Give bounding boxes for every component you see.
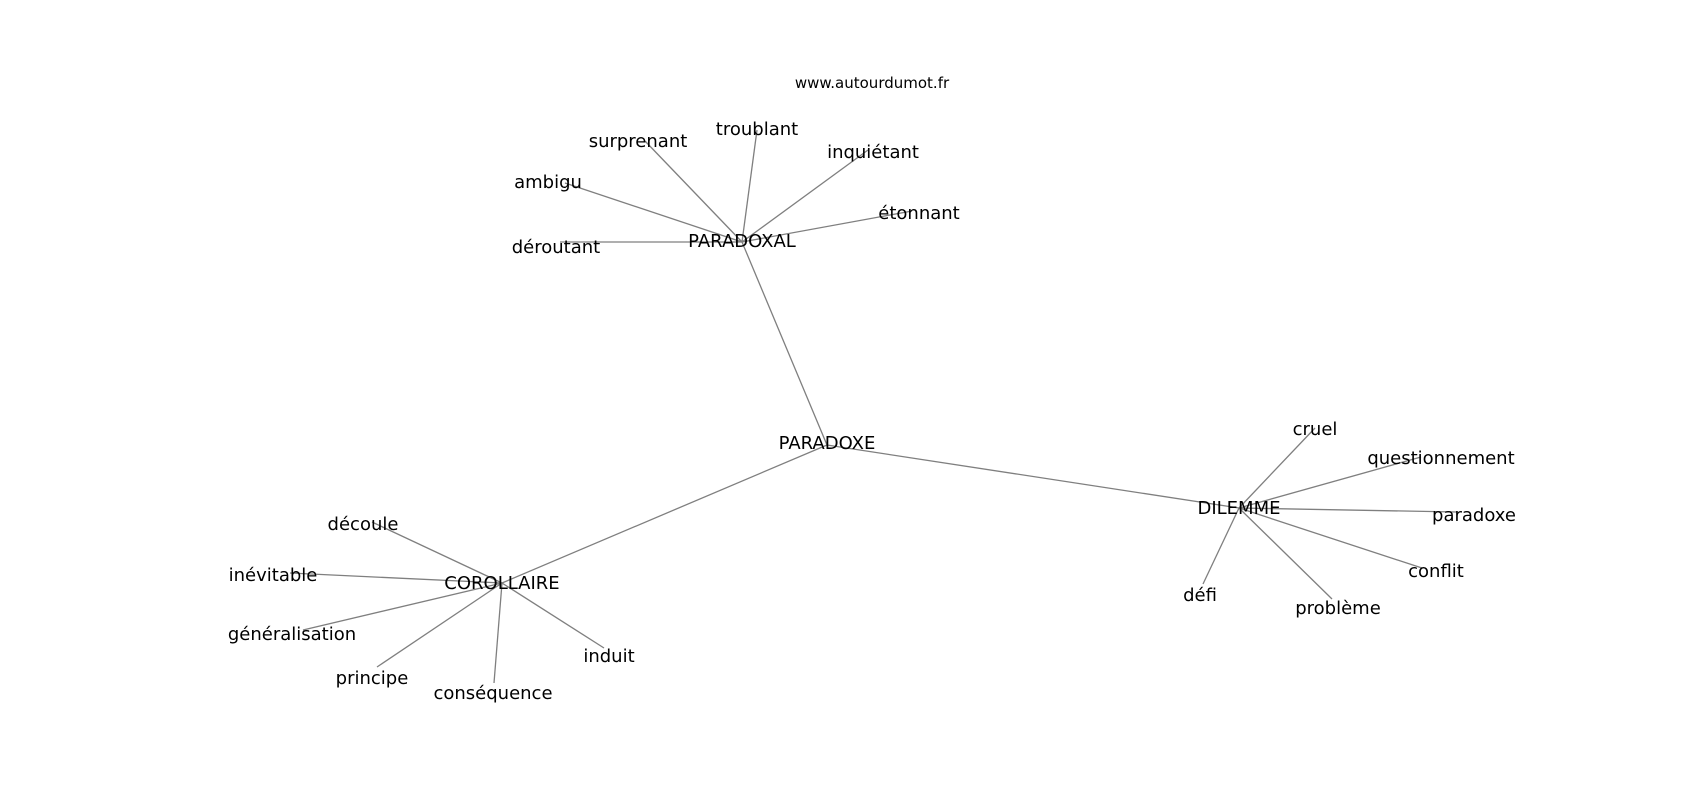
node-paradoxal: PARADOXAL xyxy=(688,231,796,252)
node-probleme: problème xyxy=(1295,598,1381,619)
node-principe: principe xyxy=(336,668,409,689)
edge-paradoxal-surprenant xyxy=(644,140,743,243)
edge-paradoxe_center-corollaire xyxy=(501,444,828,584)
edge-paradoxal-inquietant xyxy=(741,149,869,243)
node-corollaire: COROLLAIRE xyxy=(444,573,559,594)
node-paradoxe_leaf: paradoxe xyxy=(1432,505,1516,526)
node-dilemme: DILEMME xyxy=(1197,498,1280,519)
edge-dilemme-conflit xyxy=(1238,507,1423,569)
node-ambigu: ambigu xyxy=(514,172,582,193)
edge-paradoxe_center-dilemme xyxy=(826,444,1240,509)
edge-corollaire-principe xyxy=(376,582,503,668)
edge-dilemme-probleme xyxy=(1238,507,1333,600)
node-deroutant: déroutant xyxy=(512,237,600,258)
node-inevitable: inévitable xyxy=(229,565,318,586)
edge-corollaire-generalisation xyxy=(302,582,503,631)
edge-corollaire-induit xyxy=(501,582,605,649)
node-decoule: découle xyxy=(328,514,399,535)
watermark-text: www.autourdumot.fr xyxy=(795,74,950,92)
node-questionnement: questionnement xyxy=(1367,448,1514,469)
node-induit: induit xyxy=(583,646,634,667)
graph-nodes: PARADOXE PARADOXAL DILEMME COROLLAIRE surpre… xyxy=(228,119,1516,704)
edge-dilemme-questionnement xyxy=(1238,456,1422,509)
edge-paradoxal-troublant xyxy=(741,129,758,243)
node-paradoxe_center: PARADOXE xyxy=(779,433,876,454)
edge-dilemme-cruel xyxy=(1238,427,1316,509)
node-conflit: conflit xyxy=(1408,561,1464,582)
edge-corollaire-consequence xyxy=(493,582,503,684)
edge-paradoxal-ambigu xyxy=(564,182,743,243)
node-troublant: troublant xyxy=(716,119,798,140)
node-surprenant: surprenant xyxy=(589,131,688,152)
node-defi: défi xyxy=(1183,585,1217,606)
node-inquietant: inquiétant xyxy=(827,142,919,163)
edge-corollaire-inevitable xyxy=(289,572,503,584)
graph-edges xyxy=(289,129,1458,684)
node-generalisation: généralisation xyxy=(228,624,356,645)
node-cruel: cruel xyxy=(1293,419,1338,440)
edge-paradoxe_center-paradoxal xyxy=(741,241,828,446)
edge-dilemme-paradoxe_leaf xyxy=(1238,507,1458,513)
edge-paradoxal-etonnant xyxy=(741,210,913,243)
edge-corollaire-decoule xyxy=(371,521,503,584)
edge-dilemme-defi xyxy=(1202,507,1240,585)
node-consequence: conséquence xyxy=(433,683,552,704)
node-etonnant: étonnant xyxy=(878,203,959,224)
